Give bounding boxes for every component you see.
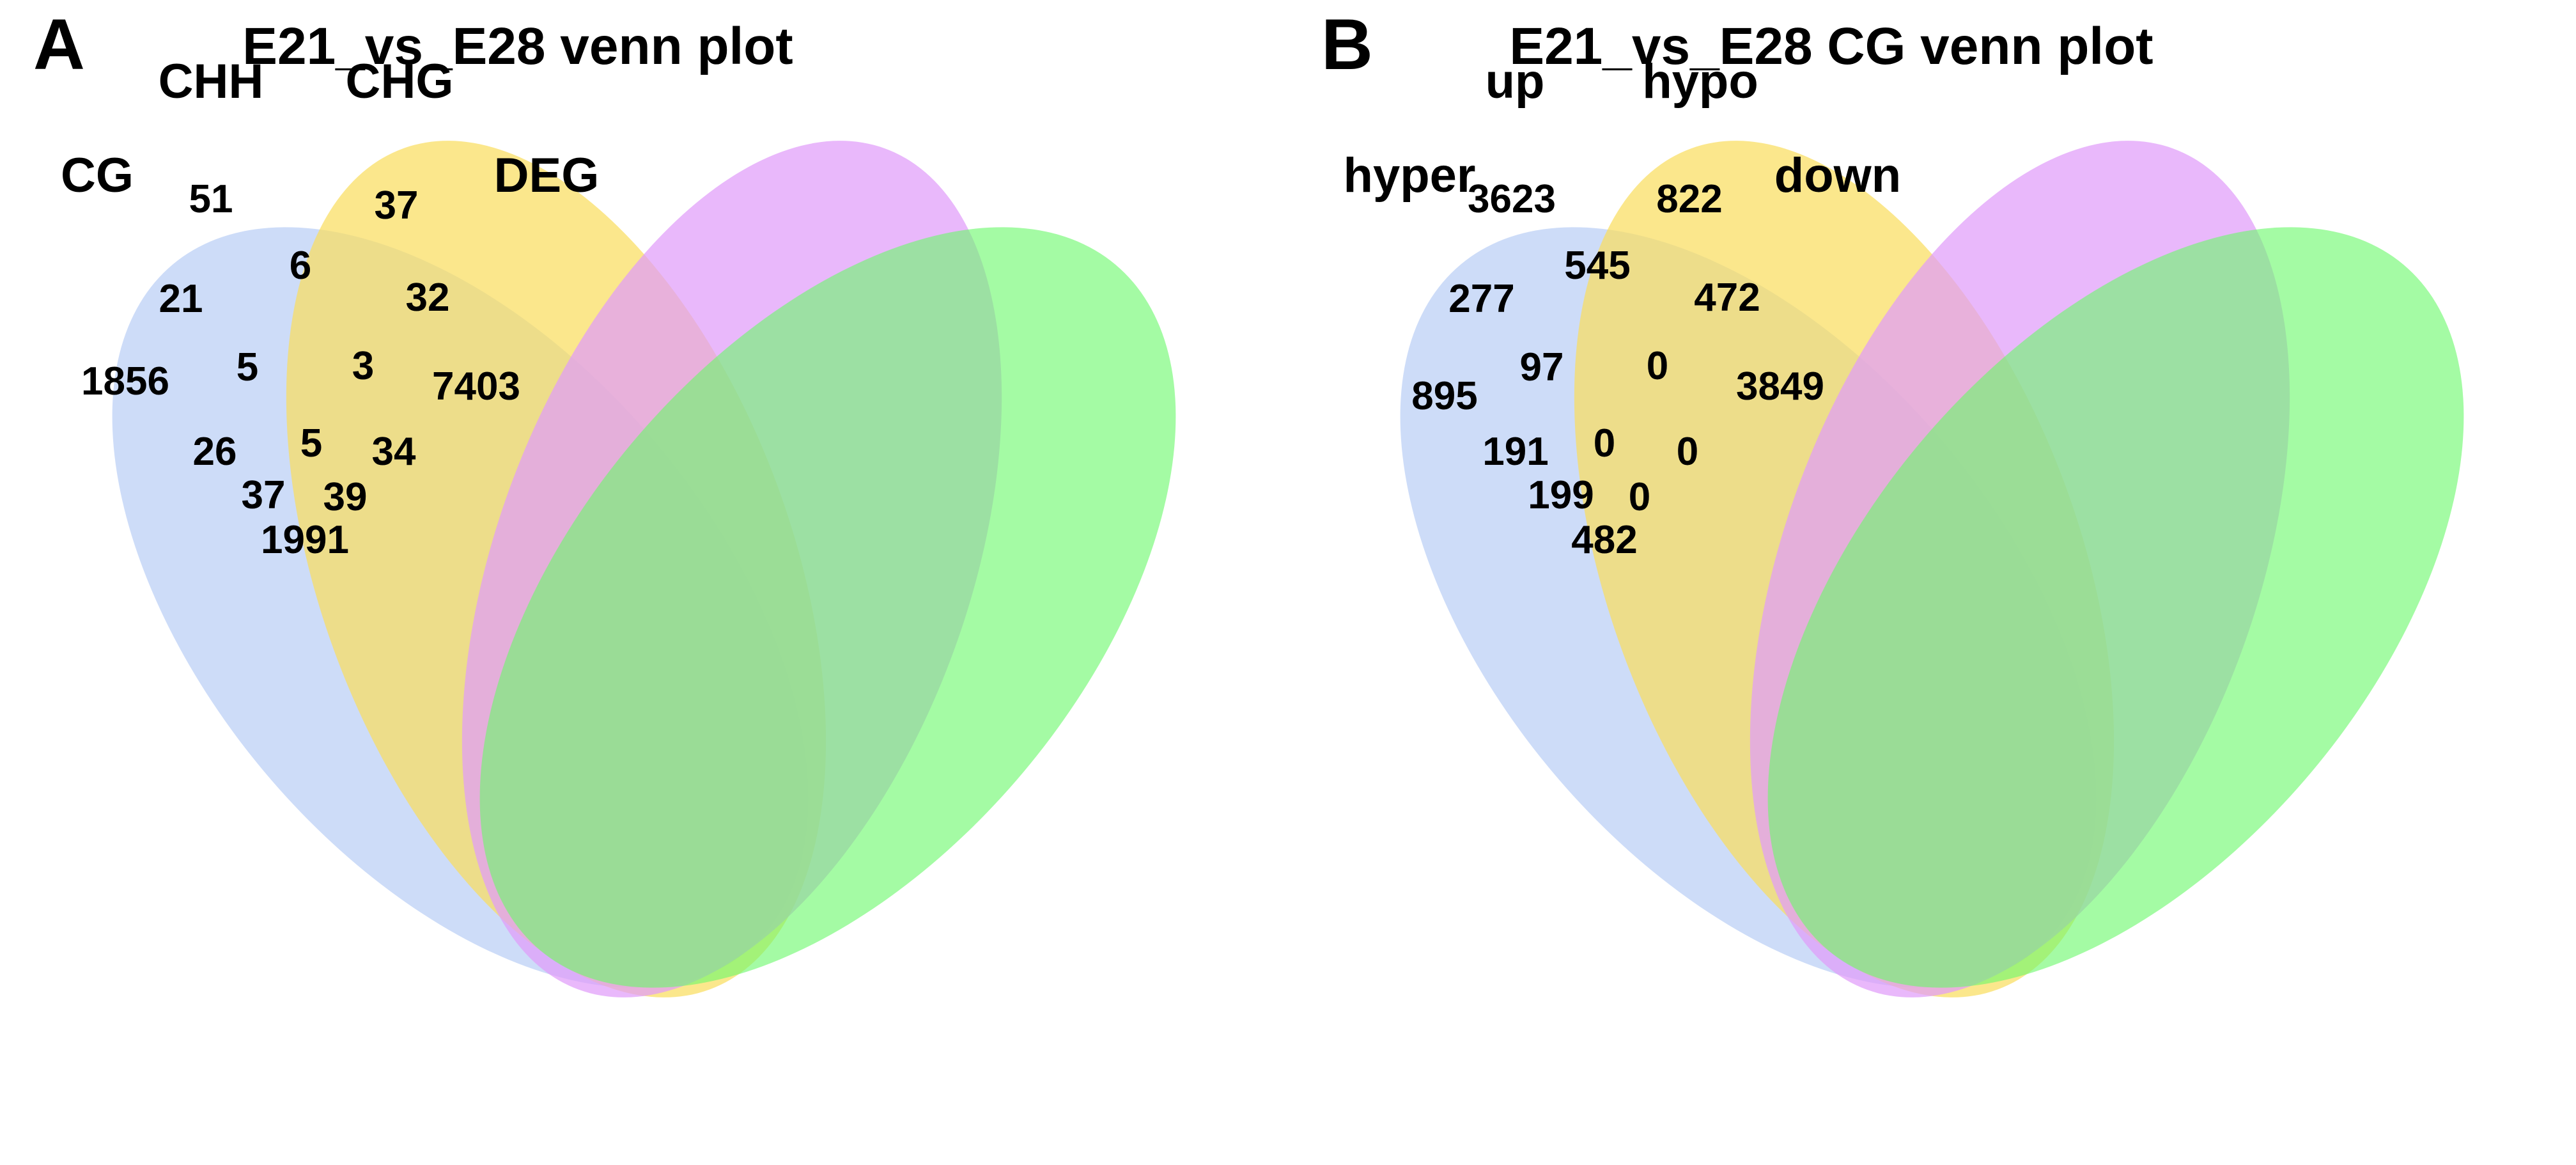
venn-count-set2-set3-set4: 3 <box>352 344 375 388</box>
panel-a-venn-svg <box>112 100 1288 1115</box>
venn-count-set1-set2-set3: 97 <box>1519 345 1564 389</box>
venn-count-set1-set3: 191 <box>1482 430 1549 474</box>
venn-count-set4-only: 7403 <box>432 364 520 409</box>
venn-count-set1-set2: 277 <box>1448 277 1515 321</box>
venn-count-set2-set4: 0 <box>1676 430 1699 474</box>
set-label-1: CG <box>61 148 134 203</box>
set-label-3: CHG <box>345 54 454 109</box>
venn-ellipse-set4[interactable] <box>1633 100 2576 1115</box>
venn-count-set1-set2-set4: 39 <box>323 475 368 519</box>
set-label-3: hypo <box>1642 54 1758 109</box>
venn-count-set2-set3-set4: 0 <box>1646 344 1669 388</box>
venn-count-set2-only: 51 <box>189 177 233 221</box>
venn-count-set1-set4: 482 <box>1571 518 1638 562</box>
venn-count-set2-only: 3623 <box>1468 177 1556 221</box>
venn-count-set1-set3-set4: 199 <box>1528 473 1594 517</box>
set-label-4: down <box>1774 148 1902 203</box>
venn-count-set1-set3: 26 <box>192 430 237 474</box>
venn-count-set1-set2-set3: 5 <box>236 345 259 389</box>
venn-count-set1-set4: 1991 <box>261 518 349 562</box>
venn-count-set2-set4: 34 <box>371 430 416 474</box>
venn-count-set1-set3-set4: 37 <box>241 473 286 517</box>
panel-b-title: E21_vs_E28 CG venn plot <box>1509 17 2153 75</box>
venn-count-set1-set2-set4: 0 <box>1628 475 1651 519</box>
venn-count-set1-only: 1856 <box>81 359 169 403</box>
venn-count-set3-only: 37 <box>374 184 419 228</box>
venn-count-set1-set2: 21 <box>159 277 203 321</box>
venn-count-set2-set3: 6 <box>289 244 312 288</box>
panel-b-venn-diagram <box>1288 83 2576 1165</box>
set-label-4: DEG <box>493 148 600 203</box>
panel-b-letter: B <box>1321 4 1373 84</box>
panel-a-title: E21_vs_E28 venn plot <box>242 17 793 75</box>
venn-count-set1-only: 895 <box>1411 374 1478 418</box>
panel-a-letter: A <box>33 4 85 84</box>
venn-count-set3-set4: 32 <box>405 276 450 320</box>
venn-count-set2-set3: 545 <box>1564 244 1631 288</box>
panel-b-venn-svg <box>1400 100 2576 1115</box>
venn-count-set4-only: 3849 <box>1736 364 1824 409</box>
set-label-2: up <box>1485 54 1545 109</box>
venn-count-all-four: 5 <box>300 421 323 465</box>
set-label-1: hyper <box>1343 148 1476 203</box>
panel-a: A E21_vs_E28 venn plot CG CHH CHG DEG <box>0 4 1288 1165</box>
set-label-2: CHH <box>158 54 264 109</box>
venn-ellipse-set4[interactable] <box>345 100 1288 1115</box>
panel-a-venn-diagram <box>0 83 1288 1165</box>
panel-b: B E21_vs_E28 CG venn plot hyper up hypo … <box>1288 0 2576 1165</box>
venn-count-all-four: 0 <box>1593 421 1616 465</box>
venn-count-set3-set4: 472 <box>1694 276 1760 320</box>
venn-count-set3-only: 822 <box>1656 177 1723 221</box>
